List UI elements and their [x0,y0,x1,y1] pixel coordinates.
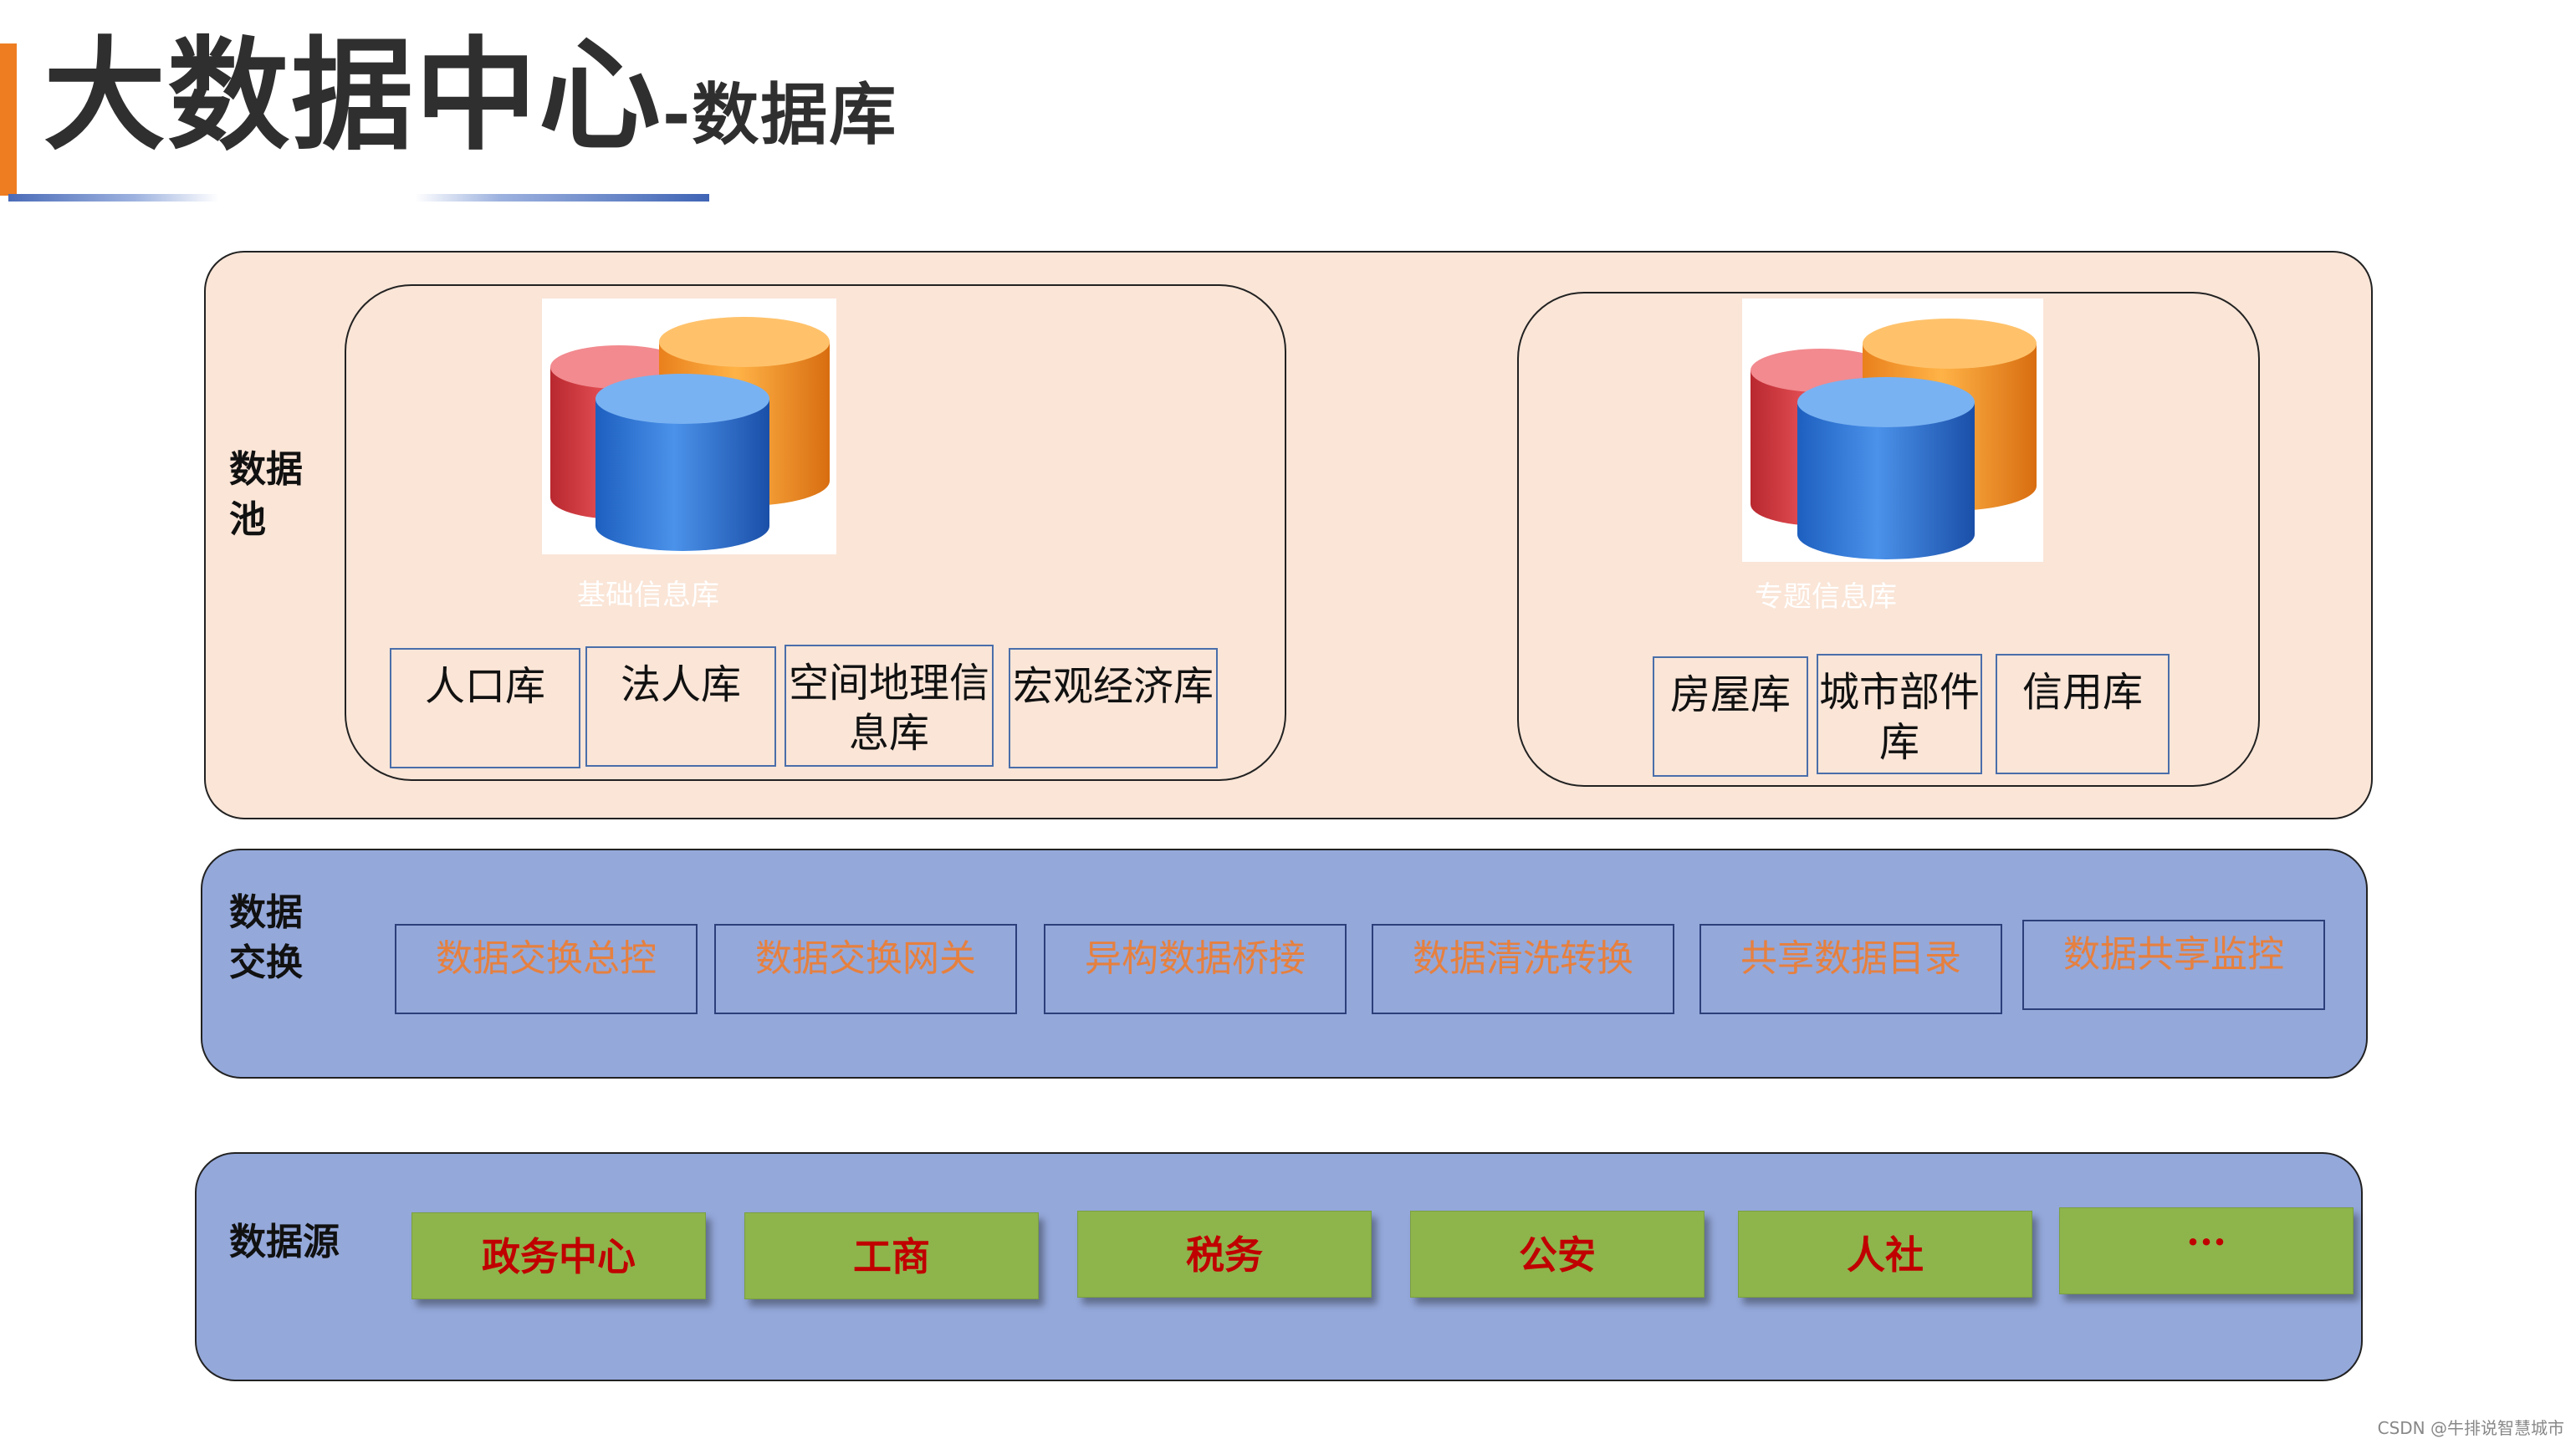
exchange-gateway: 数据交换网关 [714,924,1017,1014]
topic-info-caption: 专题信息库 [1755,580,1897,614]
database-cylinders-icon [1742,298,2043,562]
basic-info-group [345,284,1286,781]
title-sub-text: -数据库 [662,76,898,154]
data-exchange-label: 数据交换 [229,891,303,984]
basic-info-caption: 基础信息库 [577,579,719,612]
title-accent-bar [0,43,17,196]
source-public-security: 公安 [1410,1211,1705,1298]
source-government-center: 政务中心 [411,1212,706,1299]
heterogeneous-bridge: 异构数据桥接 [1044,924,1347,1014]
title-underline [8,194,709,202]
data-exchange-panel [201,849,2368,1079]
data-cleansing: 数据清洗转换 [1372,924,1674,1014]
page-title: 大数据中心-数据库 [43,35,897,157]
shared-data-catalog: 共享数据目录 [1699,924,2002,1014]
db-city-components: 城市部件库 [1817,654,1982,774]
source-more: ··· [2059,1207,2354,1294]
exchange-master-control: 数据交换总控 [395,924,698,1014]
source-industry-commerce: 工商 [744,1212,1039,1299]
data-sharing-monitor: 数据共享监控 [2022,920,2325,1010]
db-housing: 房屋库 [1653,656,1808,777]
db-credit: 信用库 [1996,654,2170,774]
data-source-label: 数据源 [229,1221,340,1263]
db-population: 人口库 [390,648,580,768]
source-taxation: 税务 [1077,1211,1372,1298]
db-macro-economy: 宏观经济库 [1009,648,1218,768]
title-main-text: 大数据中心 [43,25,662,167]
data-pool-label: 数据池 [229,448,303,541]
database-cylinders-icon [542,298,836,554]
source-human-resources: 人社 [1738,1211,2032,1298]
db-legal-person: 法人库 [585,646,776,767]
db-geo-spatial: 空间地理信息库 [785,645,994,767]
watermark: CSDN @牛排说智慧城市 [2377,1418,2564,1438]
topic-info-group [1517,292,2260,787]
